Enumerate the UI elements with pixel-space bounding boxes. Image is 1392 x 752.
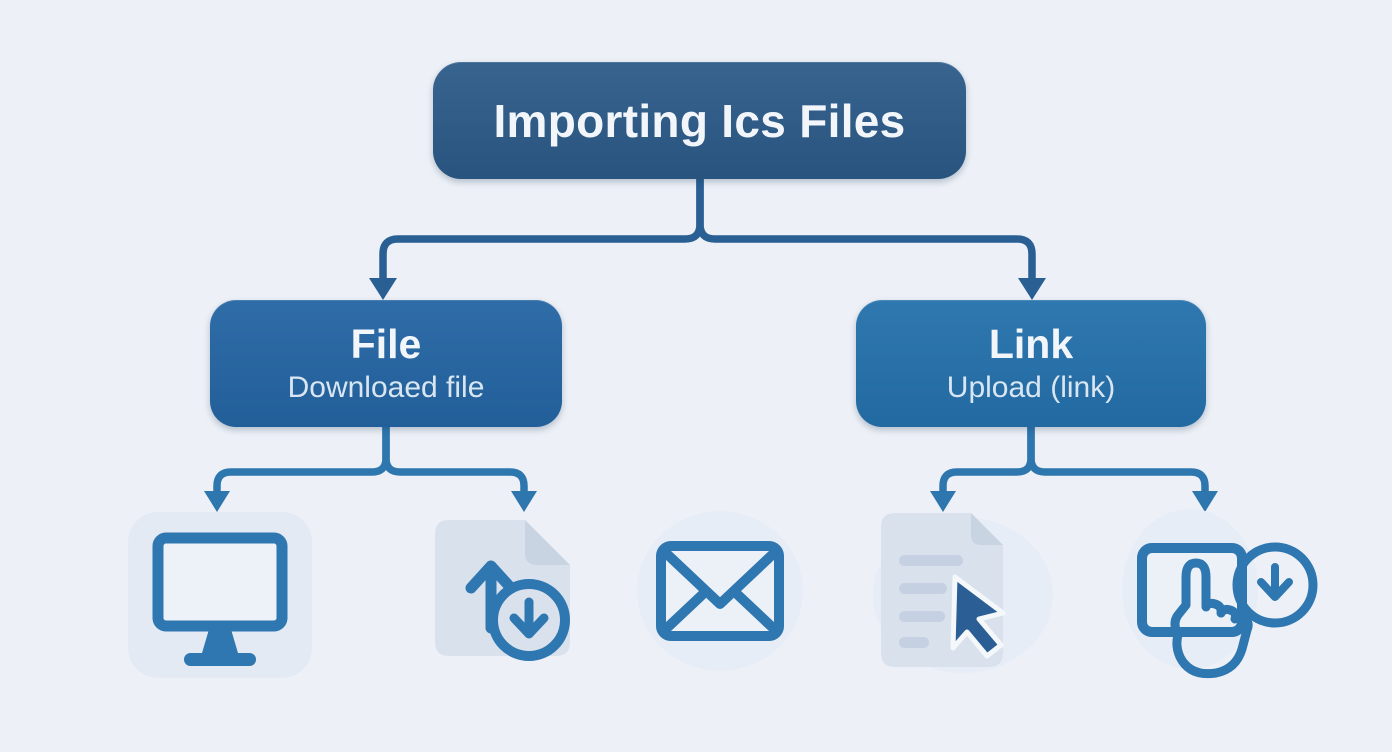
monitor-icon [128, 512, 312, 678]
link-node-subtitle: Upload (link) [946, 370, 1116, 404]
tap-download-arrow [1257, 563, 1293, 601]
connector-link-to-tap [1027, 427, 1218, 512]
monitor-screen [152, 532, 288, 632]
envelope-folds [663, 590, 777, 632]
text-line [899, 583, 947, 594]
text-line [899, 611, 945, 622]
arrowhead-monitor [204, 491, 230, 512]
file-node-subtitle: Downloaed file [287, 370, 485, 404]
connector-root-to-link [696, 178, 1046, 300]
arrowhead-file [369, 278, 397, 300]
link-node-title: Link [988, 321, 1074, 368]
text-line [899, 555, 963, 566]
arrowhead-tap [1192, 491, 1218, 512]
document-fold [971, 513, 1003, 545]
connector-file-to-filetransfer [382, 427, 537, 512]
text-line [899, 637, 929, 648]
node-importing-ics-files: Importing Ics Files [433, 62, 966, 179]
monitor-stand [202, 626, 238, 653]
download-arrow [509, 597, 549, 639]
envelope-icon [637, 511, 803, 671]
document-cursor-icon [873, 513, 1053, 673]
node-file: File Downloaed file [210, 300, 562, 427]
arrowhead-document [930, 491, 956, 512]
envelope-body [656, 541, 784, 641]
download-circle [488, 579, 570, 661]
connector-link-to-document [930, 427, 1035, 512]
pointing-hand [1170, 558, 1253, 679]
envelope-flap [663, 550, 777, 609]
tap-download-icon [1122, 509, 1318, 679]
tap-download-circle [1232, 542, 1318, 628]
arrowhead-link [1018, 278, 1046, 300]
root-node-label: Importing Ics Files [493, 94, 906, 147]
connector-root-to-file [369, 178, 704, 300]
file-fold [525, 520, 570, 565]
connector-file-to-monitor [204, 427, 390, 512]
file-transfer-icon [435, 520, 570, 661]
file-node-title: File [350, 321, 422, 368]
monitor-base [184, 653, 256, 666]
node-link: Link Upload (link) [856, 300, 1206, 427]
mouse-cursor [950, 574, 1006, 659]
arrowhead-filetransfer [511, 491, 537, 512]
